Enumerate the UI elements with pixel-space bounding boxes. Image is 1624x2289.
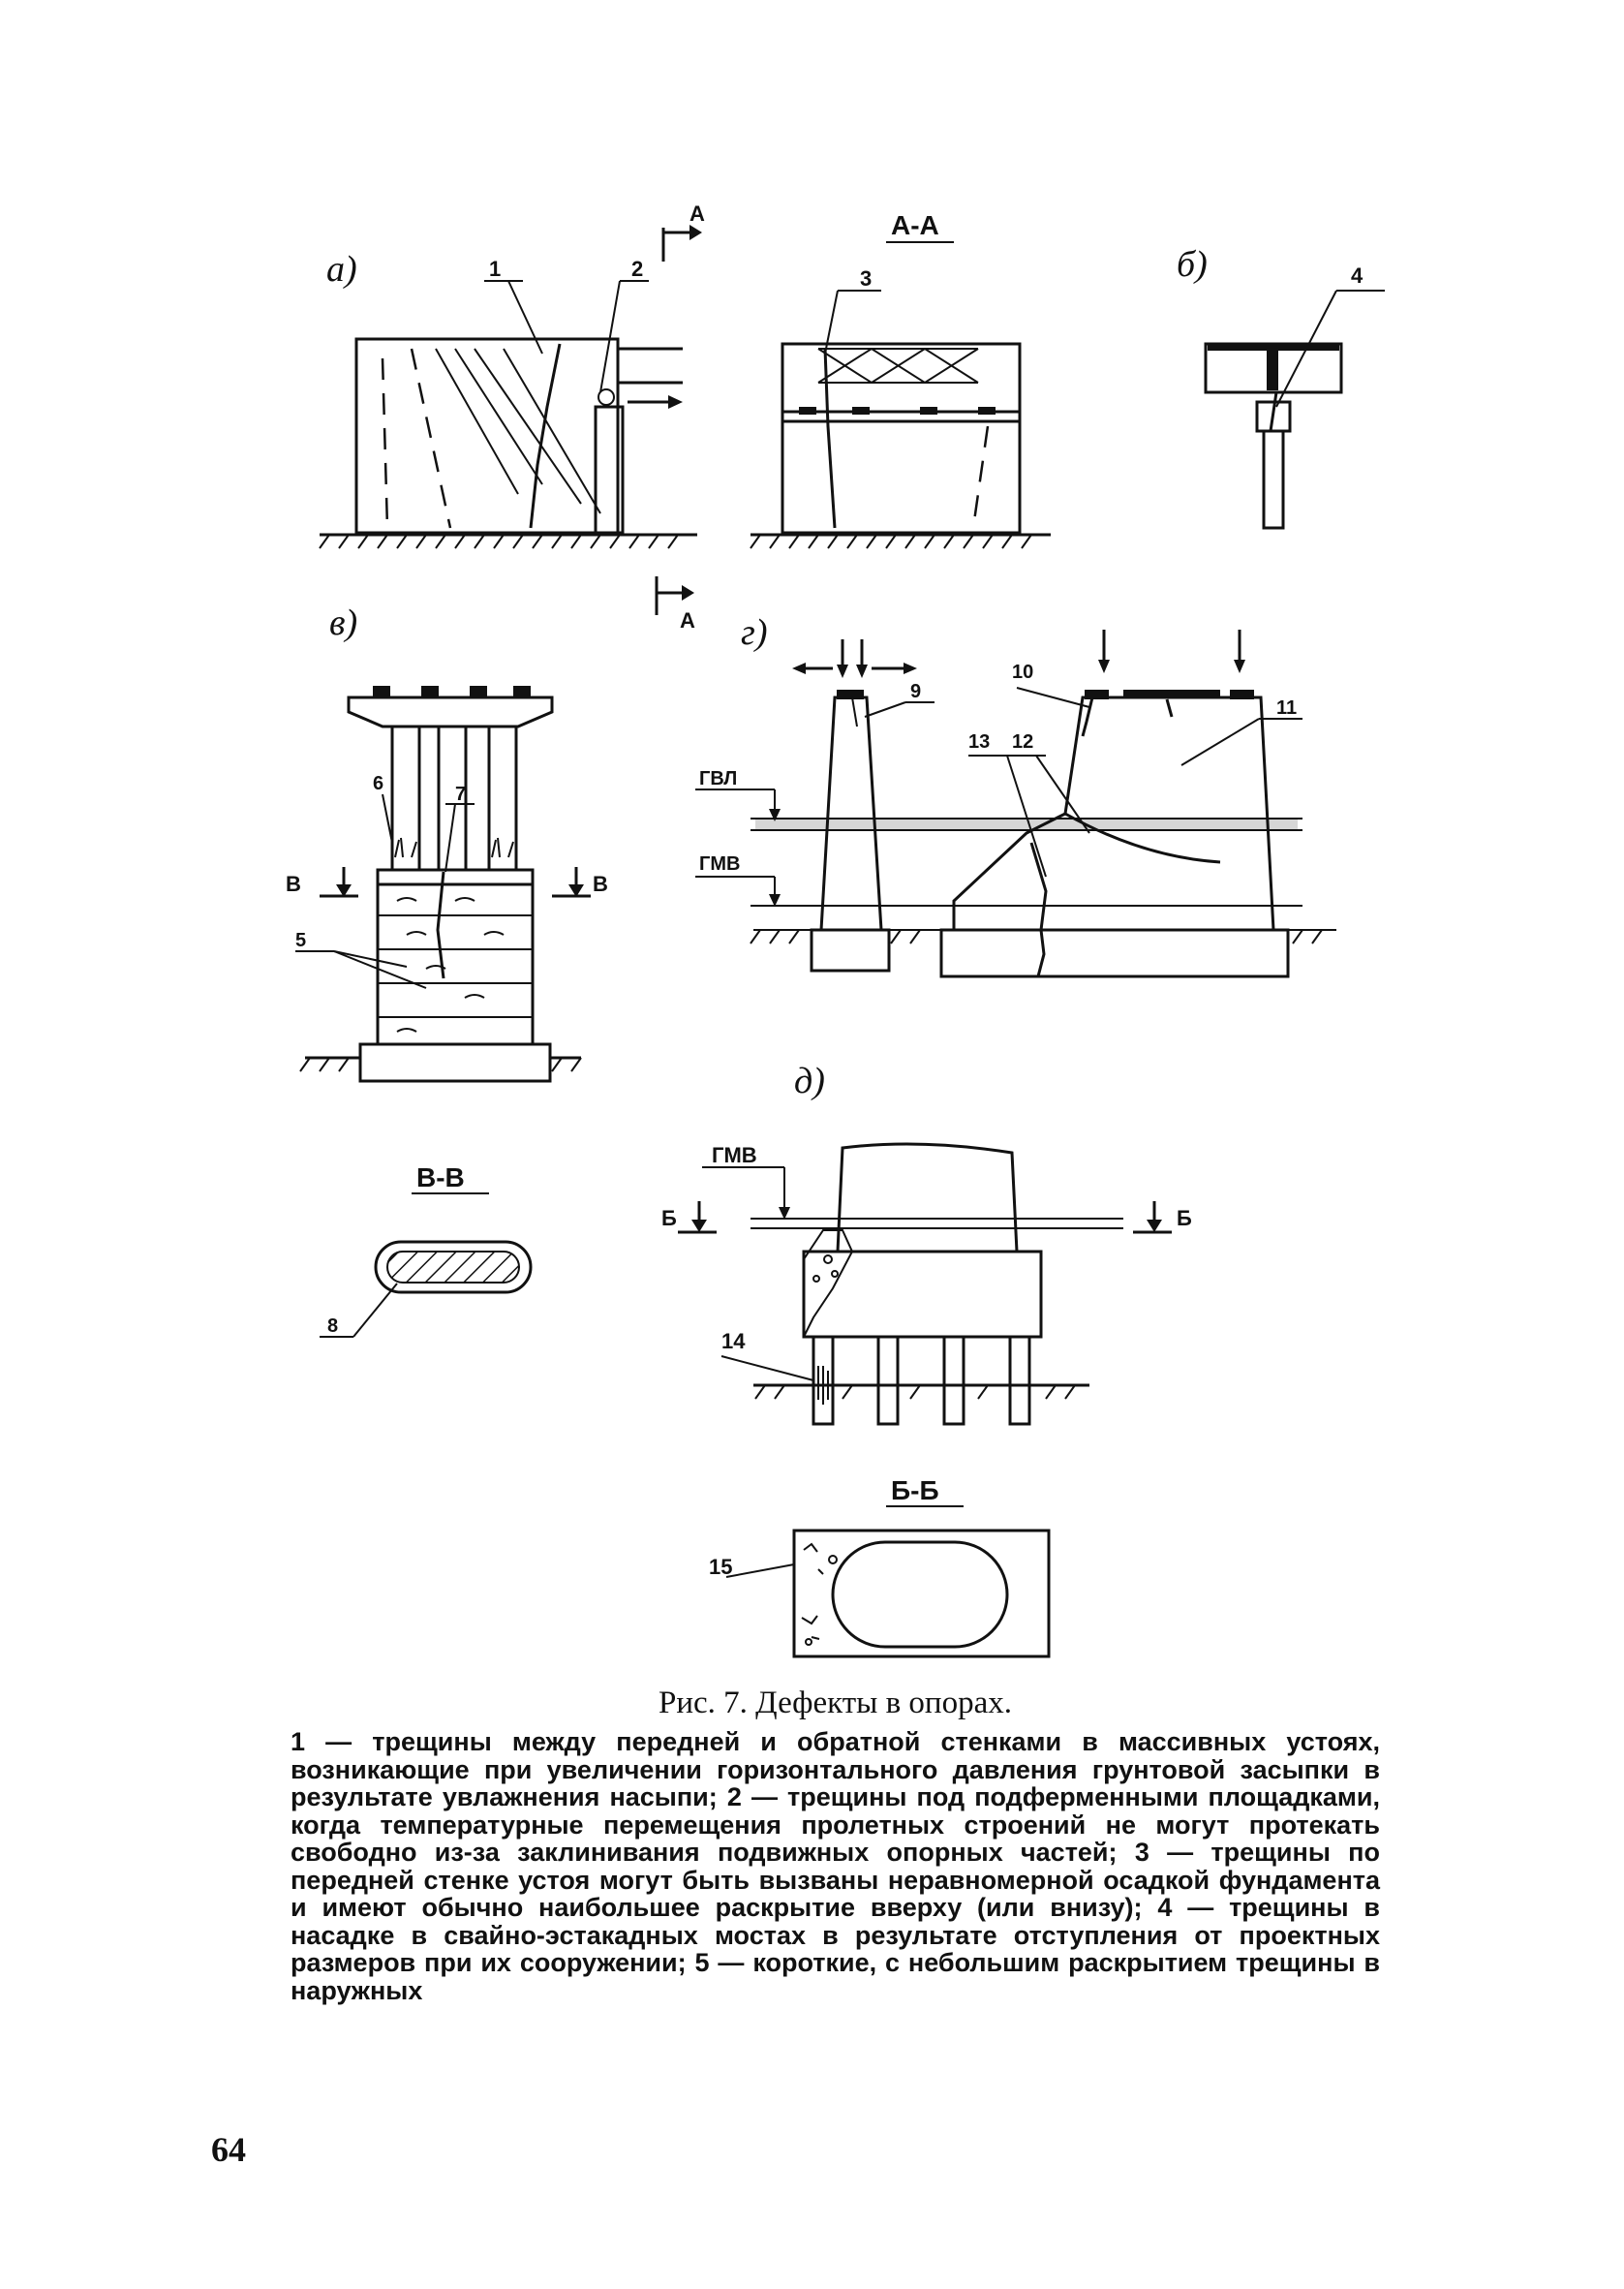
section-mark-a-bottom: А: [680, 608, 695, 633]
callout-15: 15: [709, 1555, 732, 1579]
legend-text-5: — короткие, с небольшим раскрытием трещи…: [291, 1948, 1380, 2005]
panel-b-label: б): [1177, 244, 1208, 285]
legend-text-4: — трещины в насадке в свайно-эстакадных …: [291, 1893, 1380, 1977]
panel-a-label: а): [326, 249, 357, 290]
callout-11: 11: [1276, 697, 1297, 719]
legend-num-3: 3: [1134, 1838, 1149, 1867]
section-mark-b-right: Б: [1177, 1206, 1192, 1230]
callout-7: 7: [455, 784, 466, 805]
figure-caption: Рис. 7. Дефекты в опорах.: [659, 1686, 1012, 1720]
callout-14: 14: [721, 1329, 746, 1353]
water-level-high: ГВЛ: [699, 768, 737, 789]
legend-text-2: — трещины под подферменными площадками, …: [291, 1782, 1380, 1867]
panel-d-label: д): [794, 1061, 825, 1101]
legend-text: 1 — трещины между передней и обратной ст…: [291, 1728, 1380, 2004]
callout-3: 3: [860, 266, 872, 291]
panel-section-bb: Б-Б 15: [709, 1475, 1051, 1658]
section-vv-label: В-В: [416, 1162, 465, 1192]
water-level-low-d: ГМВ: [712, 1143, 757, 1167]
panel-g-label: г): [741, 612, 767, 653]
panel-section-aa: А-А 3: [750, 210, 1051, 549]
legend-text-3: — трещины по передней стенке устоя могут…: [291, 1838, 1380, 1922]
callout-1: 1: [489, 257, 501, 281]
callout-12: 12: [1012, 731, 1033, 753]
callout-8: 8: [327, 1315, 338, 1337]
callout-5: 5: [295, 930, 306, 951]
callout-13: 13: [968, 731, 990, 753]
panel-section-vv: В-В 8: [320, 1162, 533, 1338]
section-mark-b-left: Б: [661, 1206, 677, 1230]
legend-num-2: 2: [726, 1782, 742, 1811]
callout-6: 6: [373, 773, 383, 794]
callout-10: 10: [1012, 662, 1033, 683]
water-level-low: ГМВ: [699, 853, 740, 875]
callout-4: 4: [1351, 263, 1364, 288]
panel-g-river-supports: г) 9 10: [695, 612, 1336, 978]
section-mark-a-top: А: [689, 201, 705, 226]
legend-num-4: 4: [1157, 1893, 1173, 1922]
panel-b-pile-cap: б) 4: [1177, 244, 1385, 530]
page-number: 64: [211, 2130, 246, 2169]
panel-a-abutment: а) 1 2 А А: [319, 201, 705, 633]
panel-v-pier: в) 6 7 5 В: [286, 603, 608, 1083]
panel-d-pile-pier: д) 14 ГМВ Б Б: [661, 1061, 1192, 1426]
section-mark-v-right: В: [593, 872, 608, 896]
legend-num-5: 5: [694, 1948, 710, 1977]
panel-v-label: в): [329, 603, 357, 643]
section-aa-label: А-А: [891, 210, 939, 240]
section-mark-v-left: В: [286, 872, 301, 896]
callout-2: 2: [631, 257, 643, 281]
section-bb-label: Б-Б: [891, 1475, 939, 1505]
callout-9: 9: [910, 681, 921, 702]
legend-num-1: 1: [291, 1727, 306, 1756]
legend-text-1: — трещины между передней и обратной стен…: [291, 1727, 1380, 1811]
